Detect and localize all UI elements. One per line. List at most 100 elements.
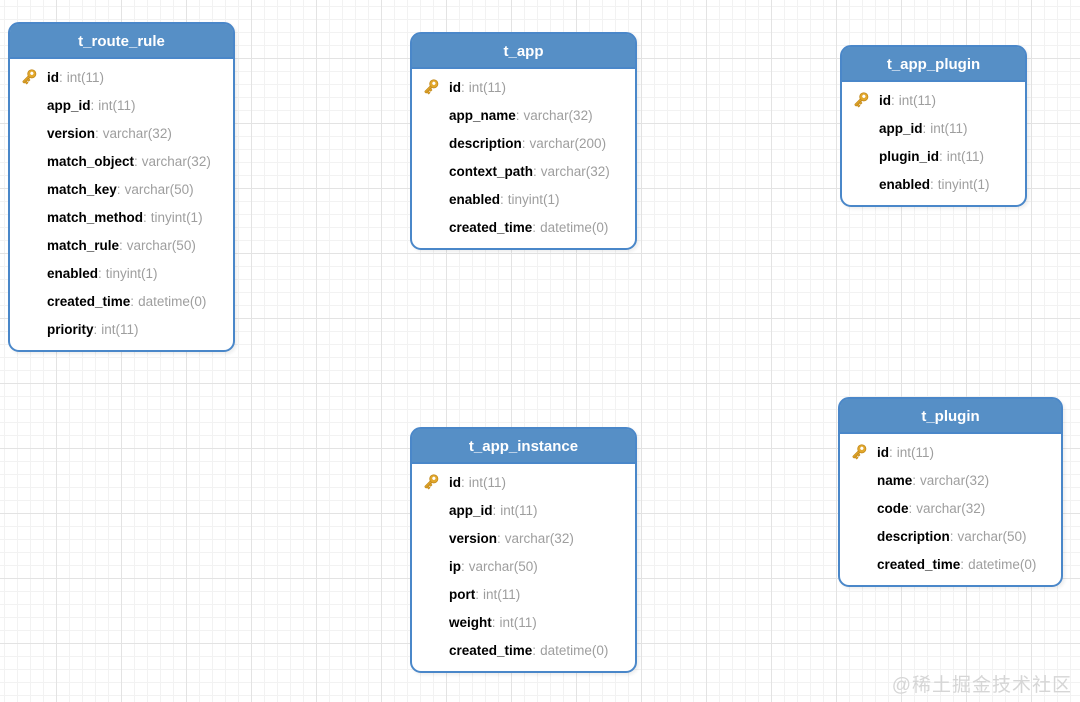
er-table-header[interactable]: t_app_plugin	[842, 47, 1025, 82]
field-separator: :	[939, 149, 943, 164]
field-type: varchar(32)	[920, 473, 990, 488]
field-type: datetime(0)	[968, 557, 1037, 572]
er-table-row[interactable]: enabled:tinyint(1)	[842, 171, 1025, 199]
er-table-t_app_instance[interactable]: t_app_instance id:int(11) app_id:int(11)…	[410, 427, 637, 673]
field-name: description	[449, 136, 522, 151]
er-table-row[interactable]: created_time:datetime(0)	[412, 214, 635, 242]
field-type: tinyint(1)	[150, 210, 203, 225]
field-name: match_object	[47, 154, 135, 169]
er-table-header[interactable]: t_plugin	[840, 399, 1061, 434]
er-table-row[interactable]: version:varchar(32)	[412, 525, 635, 553]
field-name: enabled	[47, 266, 99, 281]
field-type: int(11)	[483, 587, 521, 602]
field-type: int(11)	[66, 70, 105, 85]
field-name: created_time	[449, 643, 533, 658]
field-type: varchar(50)	[957, 529, 1027, 544]
er-table-row[interactable]: version:varchar(32)	[10, 120, 233, 148]
er-table-body: id:int(11) app_name:varchar(32) descript…	[412, 69, 635, 248]
field-type: tinyint(1)	[105, 266, 158, 281]
er-table-row[interactable]: weight:int(11)	[412, 609, 635, 637]
er-table-title: t_app_instance	[468, 438, 579, 455]
er-table-t_app[interactable]: t_app id:int(11) app_name:varchar(32) de…	[410, 32, 637, 250]
er-table-header[interactable]: t_route_rule	[10, 24, 233, 59]
er-table-row[interactable]: app_name:varchar(32)	[412, 102, 635, 130]
field-separator: :	[59, 70, 63, 85]
er-table-row[interactable]: created_time:datetime(0)	[412, 637, 635, 665]
field-name: app_id	[879, 121, 923, 136]
field-name: version	[47, 126, 96, 141]
er-table-t_app_plugin[interactable]: t_app_plugin id:int(11) app_id:int(11) p…	[840, 45, 1027, 207]
er-table-row[interactable]: description:varchar(200)	[412, 130, 635, 158]
er-table-row[interactable]: match_object:varchar(32)	[10, 148, 233, 176]
field-type: varchar(32)	[504, 531, 574, 546]
er-table-title: t_app	[503, 43, 544, 60]
field-separator: :	[461, 559, 465, 574]
field-separator: :	[98, 266, 102, 281]
field-name: code	[877, 501, 909, 516]
er-table-header[interactable]: t_app_instance	[412, 429, 635, 464]
field-separator: :	[533, 164, 537, 179]
primary-key-icon	[422, 474, 441, 493]
field-type: tinyint(1)	[937, 177, 990, 192]
field-separator: :	[461, 475, 465, 490]
field-type: datetime(0)	[540, 643, 609, 658]
er-table-row[interactable]: match_method:tinyint(1)	[10, 204, 233, 232]
field-type: varchar(32)	[540, 164, 610, 179]
er-table-row[interactable]: app_id:int(11)	[842, 115, 1025, 143]
er-table-row[interactable]: app_id:int(11)	[10, 92, 233, 120]
field-name: id	[879, 93, 891, 108]
er-table-row[interactable]: id:int(11)	[840, 439, 1061, 467]
er-table-row[interactable]: id:int(11)	[412, 469, 635, 497]
er-table-row[interactable]: match_key:varchar(50)	[10, 176, 233, 204]
field-type: int(11)	[898, 93, 937, 108]
er-table-title: t_plugin	[921, 408, 980, 425]
field-type: tinyint(1)	[507, 192, 560, 207]
field-name: priority	[47, 322, 94, 337]
field-type: datetime(0)	[540, 220, 609, 235]
field-name: created_time	[877, 557, 961, 572]
field-type: int(11)	[101, 322, 139, 337]
field-separator: :	[116, 182, 121, 197]
er-table-header[interactable]: t_app	[412, 34, 635, 69]
er-table-row[interactable]: created_time:datetime(0)	[840, 551, 1061, 579]
field-separator: :	[143, 210, 147, 225]
primary-key-icon	[20, 69, 39, 88]
er-table-row[interactable]: name:varchar(32)	[840, 467, 1061, 495]
er-table-t_route_rule[interactable]: t_route_rule id:int(11) app_id:int(11) v…	[8, 22, 235, 352]
field-name: version	[449, 531, 498, 546]
field-name: match_rule	[47, 238, 120, 253]
er-table-row[interactable]: match_rule:varchar(50)	[10, 232, 233, 260]
field-type: int(11)	[98, 98, 136, 113]
er-table-row[interactable]: plugin_id:int(11)	[842, 143, 1025, 171]
er-table-body: id:int(11) app_id:int(11) version:varcha…	[10, 59, 233, 350]
field-separator: :	[500, 192, 504, 207]
er-table-row[interactable]: enabled:tinyint(1)	[10, 260, 233, 288]
er-table-row[interactable]: id:int(11)	[842, 87, 1025, 115]
field-separator: :	[491, 615, 496, 630]
primary-key-icon	[852, 92, 871, 111]
watermark: @稀土掘金技术社区	[891, 675, 1072, 696]
er-table-row[interactable]: id:int(11)	[412, 74, 635, 102]
er-table-row[interactable]: app_id:int(11)	[412, 497, 635, 525]
er-table-row[interactable]: context_path:varchar(32)	[412, 158, 635, 186]
field-name: created_time	[47, 294, 131, 309]
field-type: int(11)	[468, 475, 507, 490]
field-separator: :	[93, 322, 98, 337]
field-type: int(11)	[930, 121, 968, 136]
er-table-row[interactable]: priority:int(11)	[10, 316, 233, 344]
field-separator: :	[960, 557, 965, 572]
er-table-row[interactable]: ip:varchar(50)	[412, 553, 635, 581]
field-name: id	[47, 70, 59, 85]
field-type: varchar(50)	[126, 238, 196, 253]
field-type: varchar(50)	[124, 182, 194, 197]
er-table-t_plugin[interactable]: t_plugin id:int(11) name:varchar(32) cod…	[838, 397, 1063, 587]
er-table-row[interactable]: description:varchar(50)	[840, 523, 1061, 551]
er-table-row[interactable]: code:varchar(32)	[840, 495, 1061, 523]
field-separator: :	[95, 126, 99, 141]
er-table-row[interactable]: id:int(11)	[10, 64, 233, 92]
er-table-row[interactable]: port:int(11)	[412, 581, 635, 609]
er-table-row[interactable]: created_time:datetime(0)	[10, 288, 233, 316]
field-type: varchar(32)	[141, 154, 211, 169]
er-table-row[interactable]: enabled:tinyint(1)	[412, 186, 635, 214]
